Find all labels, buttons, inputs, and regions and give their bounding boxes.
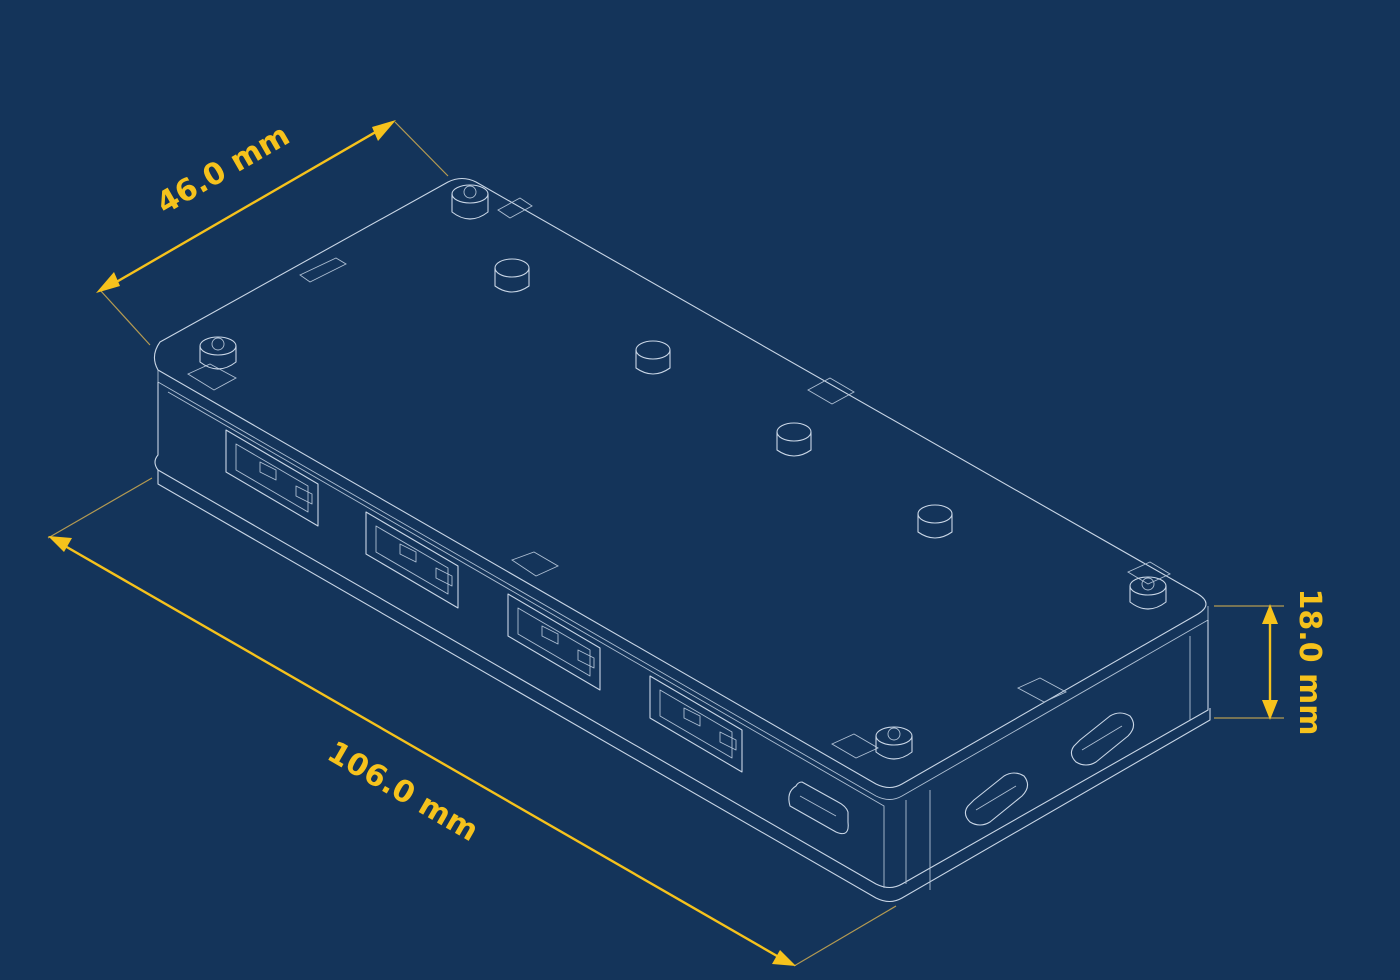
width-dimension-label: 46.0 mm bbox=[151, 118, 296, 222]
screw bbox=[199, 336, 237, 370]
body-inner-line-2 bbox=[905, 636, 1191, 890]
usb-a-port bbox=[225, 429, 319, 527]
top-button bbox=[917, 504, 953, 539]
height-dimension: 18.0 mm bbox=[1214, 589, 1327, 736]
top-plate-edge bbox=[157, 370, 1209, 800]
arrowhead bbox=[372, 120, 396, 141]
usb-c-port bbox=[1070, 712, 1135, 766]
body-inner-line bbox=[167, 391, 885, 888]
height-dimension-label: 18.0 mm bbox=[1292, 589, 1327, 736]
length-dimension-label: 106.0 mm bbox=[321, 735, 484, 849]
top-button bbox=[776, 422, 812, 457]
screw bbox=[451, 184, 489, 220]
screw bbox=[875, 726, 913, 760]
arrowhead bbox=[48, 536, 72, 552]
device-wireframe bbox=[153, 177, 1211, 903]
arrowhead bbox=[96, 272, 120, 293]
screw bbox=[1129, 576, 1167, 610]
arrowhead bbox=[1262, 700, 1278, 720]
top-button bbox=[635, 340, 671, 375]
arrowhead bbox=[1262, 604, 1278, 624]
usb-a-port bbox=[507, 593, 601, 691]
usb-a-port bbox=[365, 511, 459, 609]
usb-a-port bbox=[649, 675, 743, 773]
usb-c-port bbox=[964, 772, 1029, 826]
width-dimension: 46.0 mm bbox=[96, 118, 449, 346]
usb-c-port bbox=[788, 781, 849, 835]
top-button bbox=[494, 258, 530, 293]
top-plate bbox=[153, 177, 1207, 789]
body-upper-band bbox=[154, 382, 1209, 889]
body-lower-band bbox=[157, 470, 1211, 903]
arrowhead bbox=[772, 950, 796, 966]
top-slots bbox=[187, 197, 1171, 759]
